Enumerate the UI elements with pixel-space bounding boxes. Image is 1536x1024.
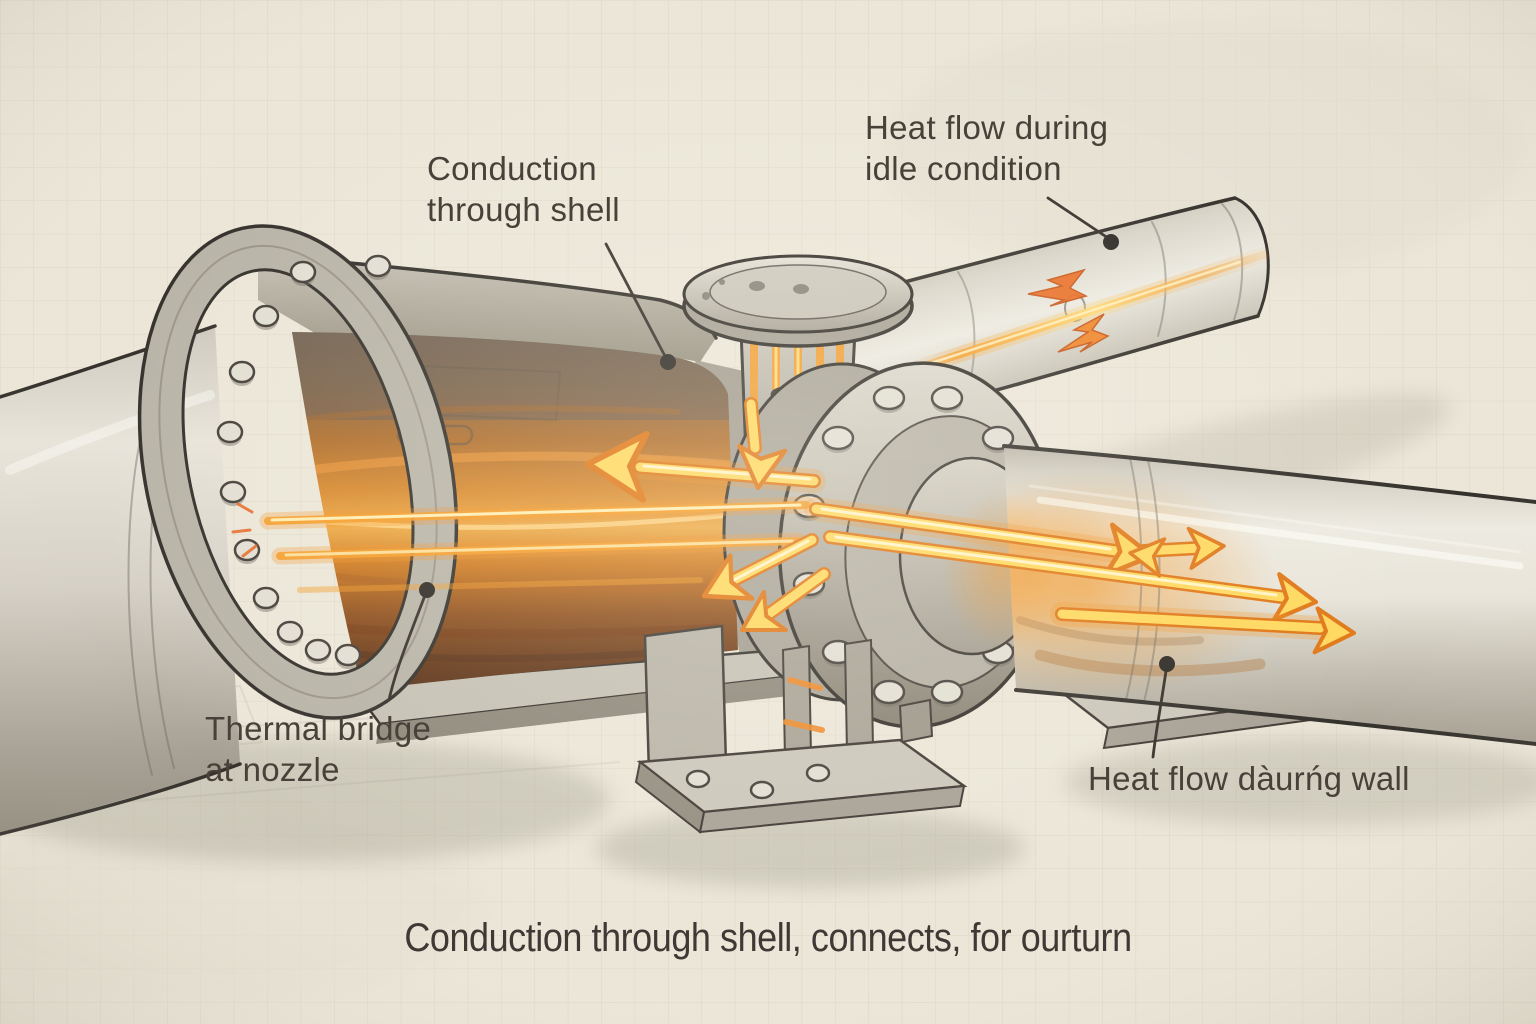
label-conduction-through-shell: Conduction through shell (427, 148, 620, 230)
label-line: Conduction (427, 150, 597, 187)
label-heat-flow-wall: Heat flow dàurńg wall (1088, 758, 1410, 799)
label-thermal-bridge: Thermal bridge at nozzle (205, 708, 431, 790)
figure-caption: Conduction through shell, connects, for … (404, 916, 1132, 960)
label-heat-flow-idle: Heat flow during idle condition (865, 107, 1108, 189)
label-line: Thermal bridge (205, 710, 432, 747)
label-line: at nozzle (205, 751, 340, 788)
label-line: through shell (427, 191, 620, 228)
label-line: idle condition (865, 150, 1062, 187)
label-line: Heat flow dàurńg wall (1088, 760, 1410, 797)
label-line: Heat flow during (865, 109, 1109, 146)
